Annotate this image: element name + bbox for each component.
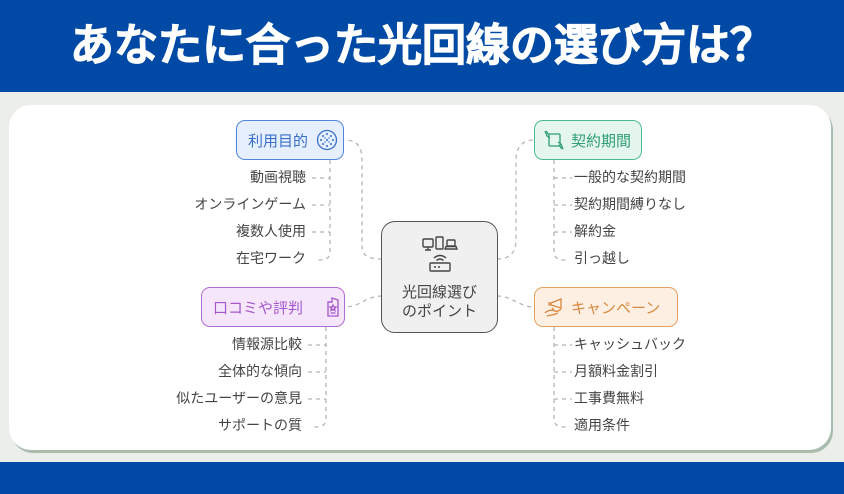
leaf-item: 適用条件 (574, 418, 630, 434)
leaf-item: キャッシュバック (574, 337, 686, 353)
handshake-document-icon (543, 129, 565, 151)
dotted-circle-icon (316, 129, 338, 151)
category-label: 口コミや評判 (213, 298, 304, 317)
leaf-item: 全体的な傾向 (218, 364, 302, 380)
leaf-item: 似たユーザーの意見 (176, 391, 302, 407)
category-node-purpose: 利用目的 (236, 120, 344, 160)
category-node-review: 口コミや評判 (201, 287, 345, 327)
center-title-line2: のポイント (401, 302, 477, 320)
title-banner: あなたに合った光回線の選び方は？ (0, 0, 844, 92)
center-title-line1: 光回線選び (401, 283, 477, 301)
category-node-campaign: キャンペーン (534, 287, 678, 327)
leaf-item: 在宅ワーク (236, 251, 306, 267)
category-label: 契約期間 (571, 131, 632, 150)
page-title: あなたに合った光回線の選び方は？ (70, 20, 775, 71)
leaf-item: 複数人使用 (236, 224, 306, 240)
category-node-contract: 契約期間 (534, 120, 642, 160)
leaf-item: 動画視聴 (250, 170, 306, 186)
leaf-item: 工事費無料 (574, 391, 644, 407)
leaf-item: 情報源比較 (232, 337, 302, 353)
leaf-item: 一般的な契約期間 (574, 170, 686, 186)
megaphone-hand-icon (543, 296, 565, 318)
leaf-item: 引っ越し (574, 251, 630, 267)
category-label: 利用目的 (248, 131, 309, 150)
devices-router-icon (420, 236, 460, 279)
category-label: キャンペーン (571, 298, 661, 317)
footer-bar (0, 462, 844, 494)
star-badge-icon (322, 296, 344, 318)
center-node: 光回線選び のポイント (381, 221, 498, 333)
leaf-item: オンラインゲーム (194, 197, 306, 213)
leaf-item: サポートの質 (218, 418, 302, 434)
leaf-item: 契約期間縛りなし (574, 197, 686, 213)
leaf-item: 解約金 (574, 224, 616, 240)
leaf-item: 月額料金割引 (574, 364, 658, 380)
